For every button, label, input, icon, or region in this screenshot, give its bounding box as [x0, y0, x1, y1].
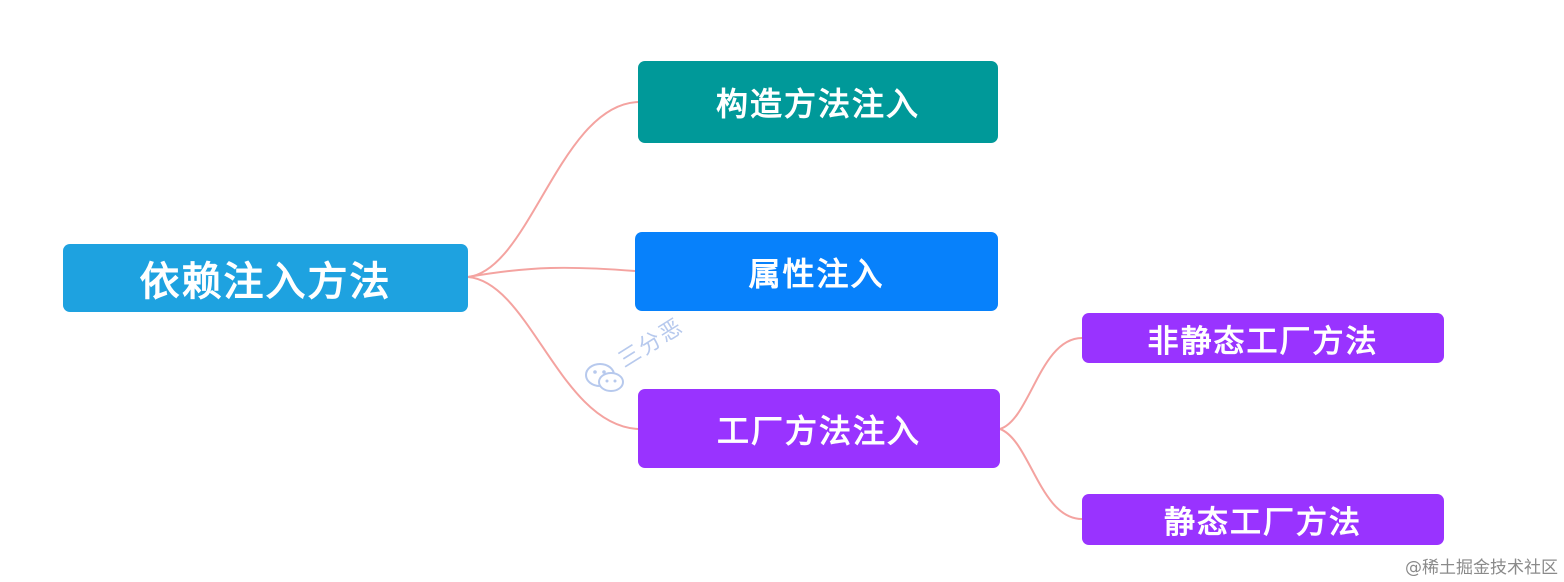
root-node: 依赖注入方法	[63, 244, 468, 312]
connector-factory-nonstatic	[999, 337, 1083, 430]
watermark: 三分恶	[584, 314, 734, 400]
credit-text: @稀土掘金技术社区	[1405, 558, 1558, 578]
constructor-injection-node: 构造方法注入	[638, 61, 998, 143]
connector-root-constructor	[467, 101, 639, 278]
connector-factory-static	[999, 428, 1083, 520]
connector-root-factory	[467, 276, 639, 430]
static-factory-node: 静态工厂方法	[1082, 494, 1444, 545]
property-injection-node: 属性注入	[635, 232, 998, 311]
non-static-factory-node: 非静态工厂方法	[1082, 313, 1444, 363]
connector-root-property	[467, 266, 636, 278]
wechat-icon	[585, 363, 624, 392]
factory-method-injection-node: 工厂方法注入	[638, 389, 1000, 468]
